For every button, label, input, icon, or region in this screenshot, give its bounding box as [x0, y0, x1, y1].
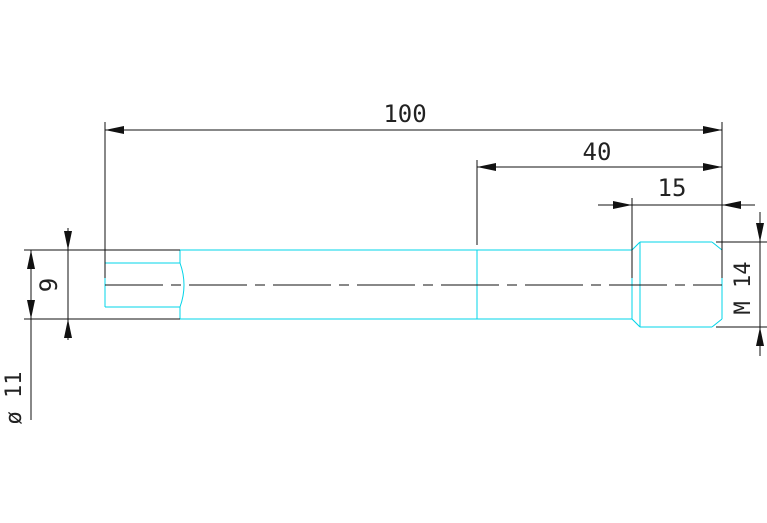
dim-overall-length-text: 100	[383, 100, 426, 128]
dim-stepped-length: 40	[476, 138, 722, 245]
dim-thread-length: 15	[598, 174, 755, 278]
dim-shank-diameter-text: 9	[35, 278, 63, 292]
dim-thread-length-text: 15	[658, 174, 687, 202]
dim-body-diameter: ø 11	[2, 249, 180, 425]
dim-shank-diameter: 9	[35, 228, 105, 340]
dim-stepped-length-text: 40	[583, 138, 612, 166]
dim-thread-size: M 14	[716, 212, 767, 356]
dim-body-diameter-text: ø 11	[2, 372, 27, 425]
dim-overall-length: 100	[104, 100, 723, 278]
dim-thread-size-text: M 14	[731, 262, 756, 315]
